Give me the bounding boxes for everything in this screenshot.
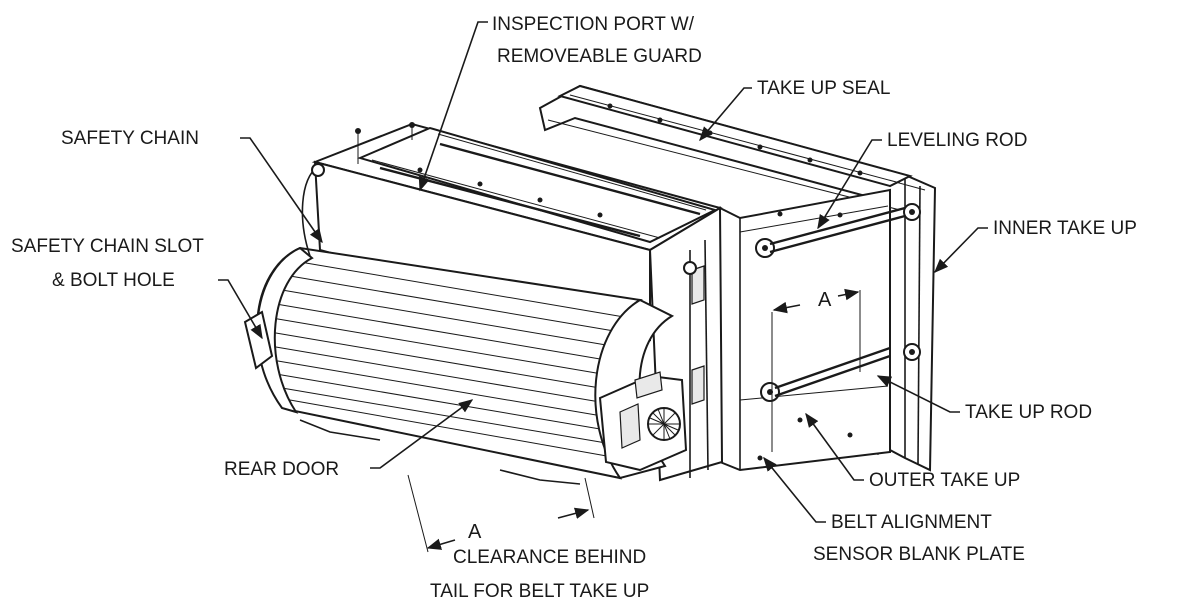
label-outer-take-up: OUTER TAKE UP [869, 470, 1020, 491]
take-up-seal-strip [557, 84, 913, 188]
dimension-lines [407, 290, 861, 553]
leader-lines [218, 21, 988, 550]
dimension-label-upper: A [818, 289, 832, 311]
label-clearance-line1: CLEARANCE BEHIND [453, 547, 646, 568]
drum-ribs [269, 261, 631, 459]
label-safety-chain-slot-line2: & BOLT HOLE [52, 270, 175, 291]
callout-labels: INSPECTION PORT W/ REMOVEABLE GUARD TAKE… [11, 14, 1137, 602]
label-safety-chain-slot-line1: SAFETY CHAIN SLOT [11, 236, 204, 257]
label-take-up-rod: TAKE UP ROD [965, 402, 1092, 423]
label-inspection-port-line1: INSPECTION PORT W/ [492, 14, 695, 35]
take-up-assembly-drawing [243, 84, 937, 553]
rods [769, 206, 906, 398]
label-leveling-rod: LEVELING ROD [887, 130, 1027, 151]
label-rear-door: REAR DOOR [224, 459, 339, 480]
dimension-label-lower: A [468, 521, 482, 543]
label-inner-take-up: INNER TAKE UP [993, 218, 1137, 239]
label-take-up-seal: TAKE UP SEAL [757, 78, 890, 99]
label-safety-chain: SAFETY CHAIN [61, 128, 199, 149]
sensor-blank-plate [598, 371, 688, 472]
label-belt-alignment-line1: BELT ALIGNMENT [831, 512, 992, 533]
label-clearance-line2: TAIL FOR BELT TAKE UP [430, 581, 649, 602]
outer-take-up-box [719, 188, 891, 472]
sunburst-icon [647, 407, 681, 441]
label-belt-alignment-line2: SENSOR BLANK PLATE [813, 544, 1025, 565]
label-inspection-port-line2: REMOVEABLE GUARD [497, 46, 702, 67]
